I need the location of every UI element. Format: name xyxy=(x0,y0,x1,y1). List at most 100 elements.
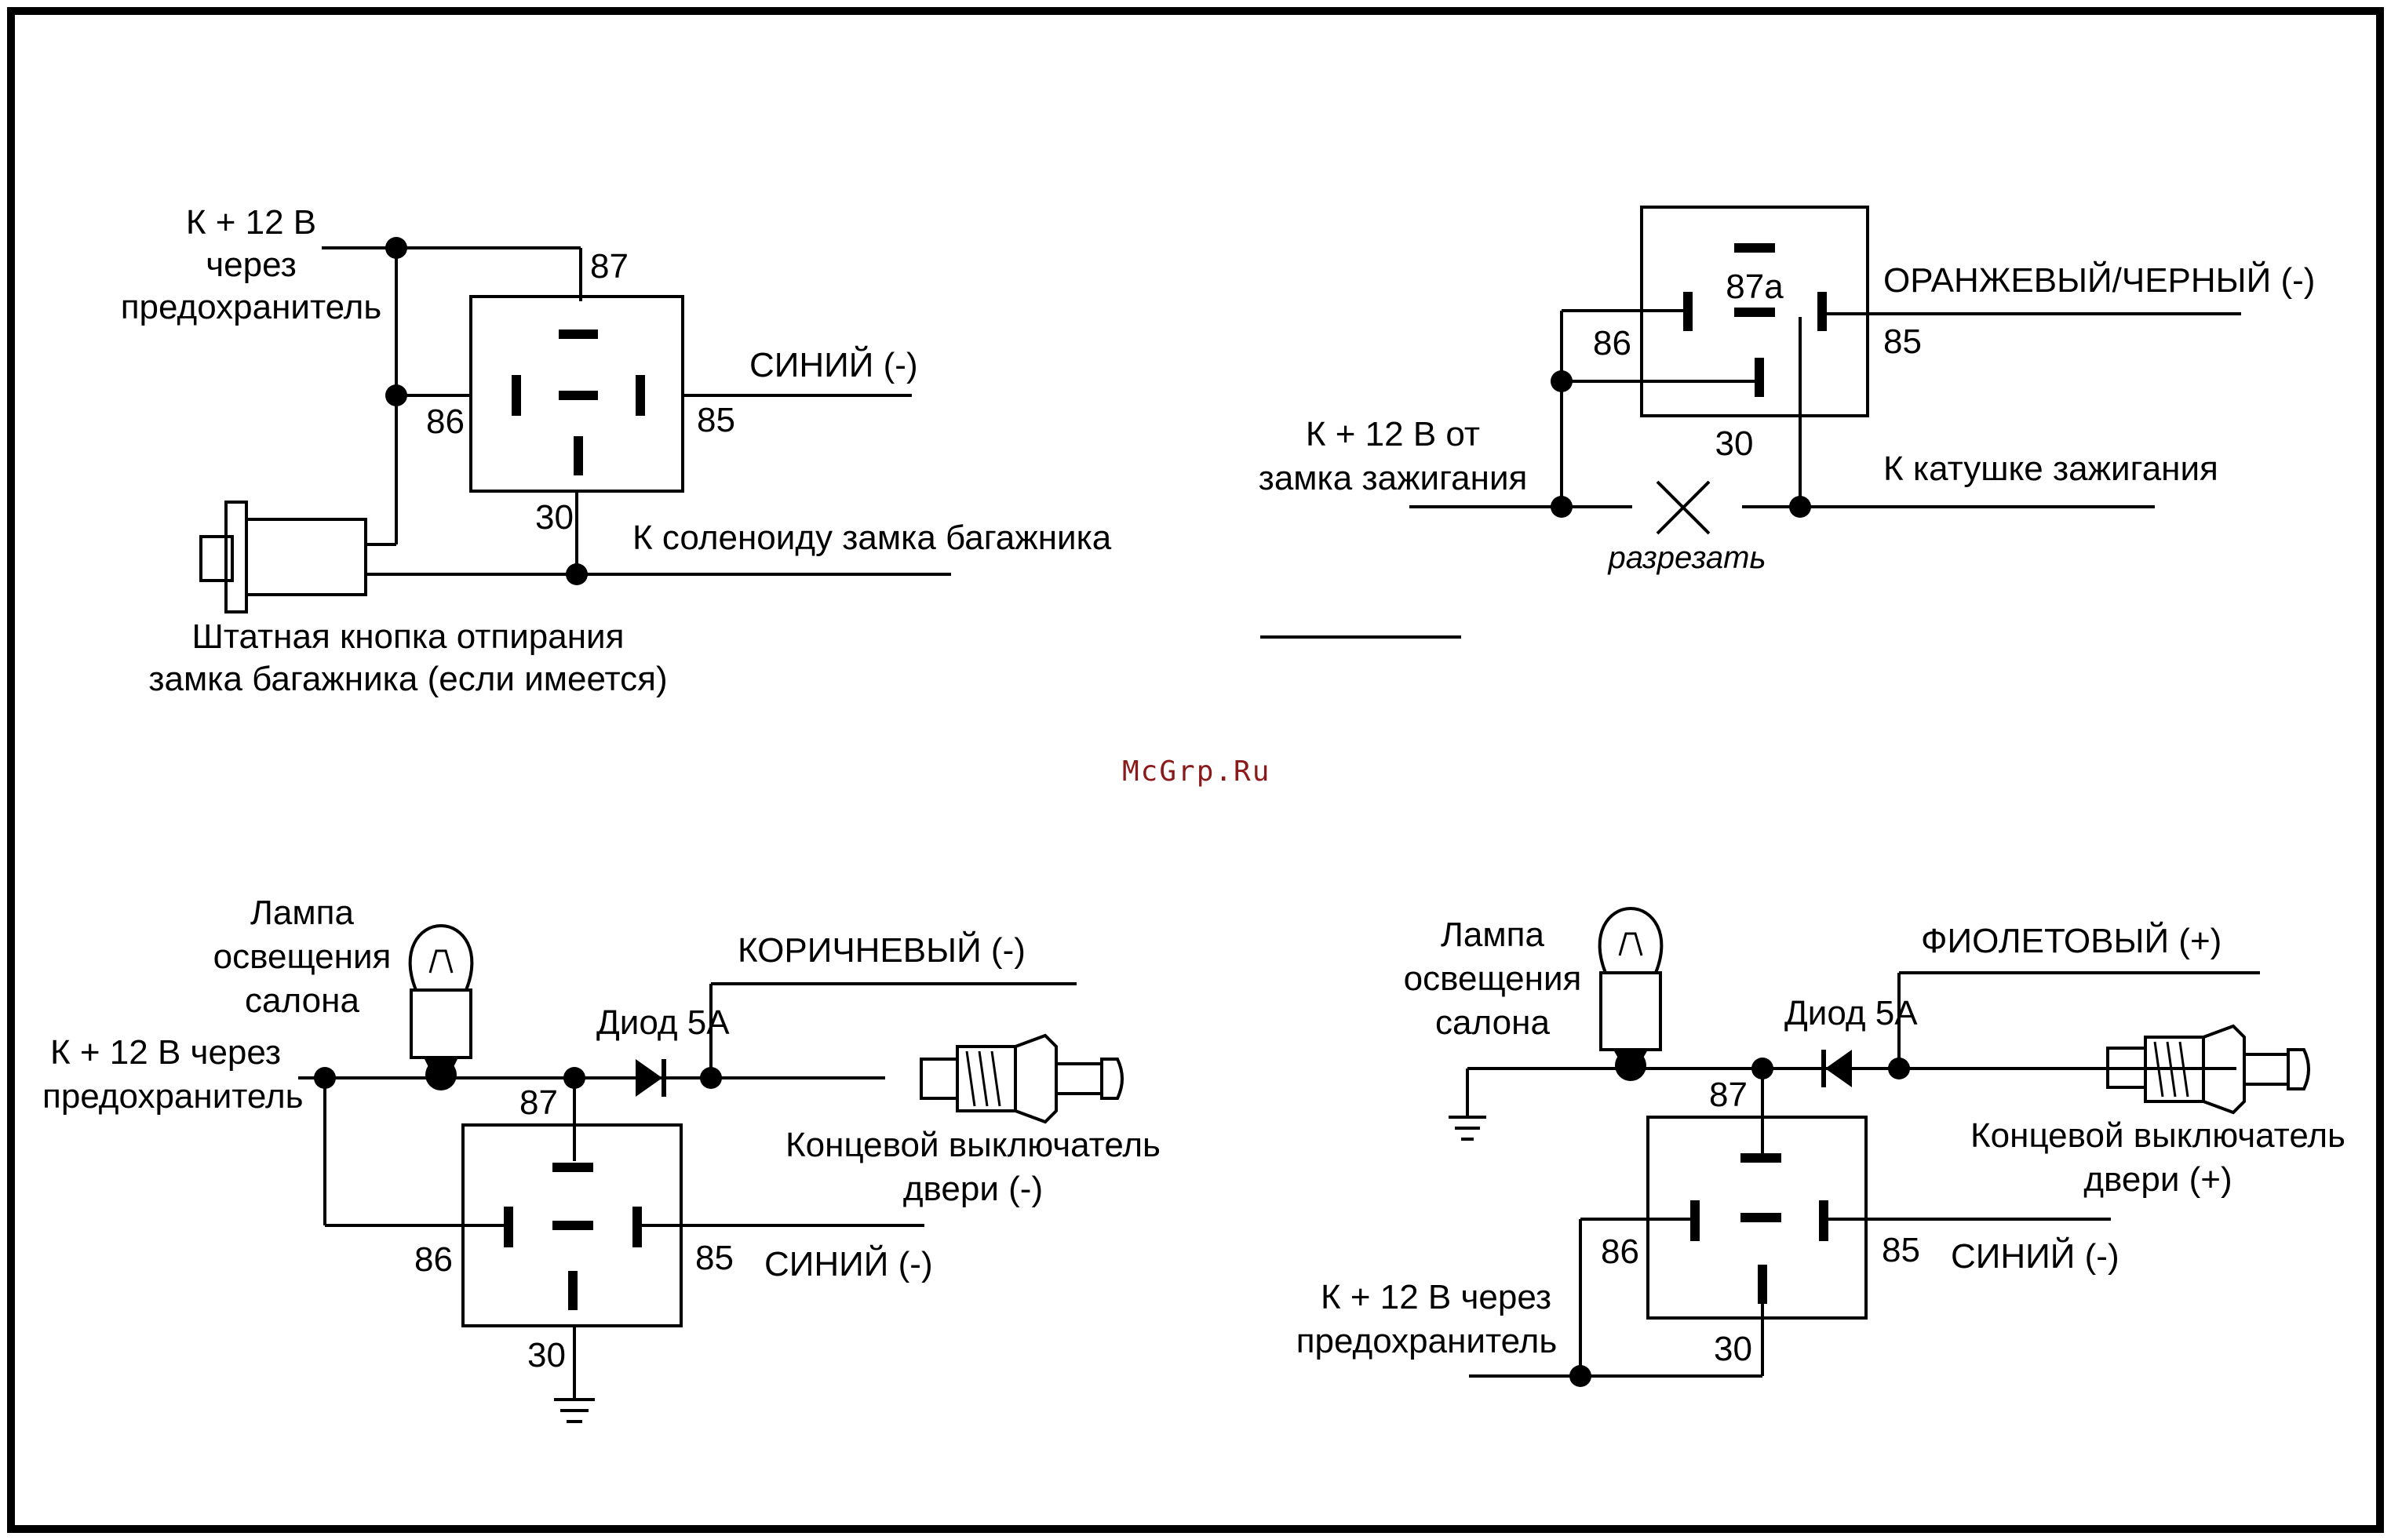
watermark: McGrp.Ru xyxy=(1122,755,1270,788)
wire-label-85: ОРАНЖЕВЫЙ/ЧЕРНЫЙ (-) xyxy=(1883,260,2315,300)
door-switch-icon xyxy=(2106,1024,2310,1115)
junction-dot xyxy=(385,384,407,406)
door-switch-label: Концевой выключатель xyxy=(785,1126,1161,1164)
lamp-label: освещения xyxy=(1404,959,1582,998)
relay-box xyxy=(461,1123,683,1327)
supply-label: К + 12 В через xyxy=(1321,1278,1551,1316)
cut-label: разрезать xyxy=(1608,541,1766,575)
cut-mark xyxy=(1656,480,1711,535)
diagram-interior-lamp-negative: Лампа освещения салона К + 12 В через пр… xyxy=(42,894,1161,1423)
door-switch-label: двери (+) xyxy=(2083,1160,2232,1199)
junction-dot xyxy=(1789,496,1811,518)
relay-contact xyxy=(559,391,598,400)
button-flange xyxy=(224,501,248,613)
diagram-ignition-block: 87a 86 85 30 ОРАНЖЕВЫЙ/ЧЕРНЫЙ (-) К + 12… xyxy=(1259,206,2315,639)
relay-box xyxy=(1646,1116,1868,1320)
pin-label-87: 87 xyxy=(519,1083,558,1122)
lamp-icon xyxy=(1598,906,1664,1061)
ignition-coil-label: К катушке зажигания xyxy=(1883,450,2218,488)
relay-pin-86 xyxy=(1690,1200,1700,1241)
supply-label: предохранитель xyxy=(1296,1322,1558,1360)
ground-icon xyxy=(554,1398,595,1423)
relay-pin-85 xyxy=(1817,292,1827,331)
button-label: Штатная кнопка отпирания xyxy=(192,617,625,656)
relay-pin-86 xyxy=(1683,292,1693,331)
lamp-label: салона xyxy=(1435,1003,1550,1042)
diode-icon xyxy=(636,1059,666,1097)
relay-pin-87 xyxy=(1740,1153,1781,1163)
junction-dot xyxy=(1551,370,1573,392)
relay-pin-85 xyxy=(632,1207,642,1247)
diode-label: Диод 5А xyxy=(596,1003,730,1042)
junction-dot xyxy=(1569,1365,1591,1387)
pin-label-86: 86 xyxy=(1601,1232,1639,1271)
supply-label: через xyxy=(206,246,297,284)
lamp-label: салона xyxy=(245,981,359,1020)
relay-pin-87 xyxy=(552,1163,593,1172)
relay-contact xyxy=(1734,243,1775,253)
relay-contact xyxy=(1740,1213,1781,1222)
wire-top-label: КОРИЧНЕВЫЙ (-) xyxy=(738,930,1026,970)
pin-label-30: 30 xyxy=(1715,424,1754,463)
pin-label-86: 86 xyxy=(1593,324,1631,362)
pin-label-30: 30 xyxy=(535,498,574,537)
relay-pin-30 xyxy=(1755,358,1764,397)
pin-label-87: 87 xyxy=(1709,1076,1748,1114)
diode-icon xyxy=(1821,1050,1852,1087)
relay-contact xyxy=(552,1221,593,1230)
relay-pin-86 xyxy=(512,375,521,416)
pin-label-85: 85 xyxy=(697,401,735,439)
lamp-terminal xyxy=(425,1059,457,1090)
supply-label: предохранитель xyxy=(42,1077,304,1116)
pin-label-30: 30 xyxy=(1714,1330,1752,1368)
wire-label-85: СИНИЙ (-) xyxy=(764,1243,933,1283)
wire-label-85: СИНИЙ (-) xyxy=(1951,1236,2119,1276)
pin-label-85: 85 xyxy=(1882,1231,1920,1269)
lamp-label: освещения xyxy=(213,937,392,976)
source-label: замка зажигания xyxy=(1259,459,1528,497)
pin-label-85: 85 xyxy=(1883,322,1922,361)
relay-pin-30 xyxy=(574,436,583,475)
relay-pin-87 xyxy=(559,329,598,339)
pin-label-86: 86 xyxy=(414,1240,453,1279)
page-frame xyxy=(7,7,2384,1533)
pin-label-87a: 87a xyxy=(1726,268,1784,306)
junction-dot xyxy=(385,237,407,259)
door-switch-label: Концевой выключатель xyxy=(1970,1116,2345,1155)
supply-label: К + 12 В xyxy=(186,203,316,242)
ground-icon xyxy=(1449,1116,1486,1141)
relay-pin-85 xyxy=(636,375,645,416)
supply-label: предохранитель xyxy=(121,288,382,326)
button-body xyxy=(245,518,367,596)
supply-label: К + 12 В через xyxy=(50,1033,281,1072)
junction-dot xyxy=(566,563,588,585)
pin-label-30: 30 xyxy=(527,1336,566,1374)
door-switch-icon xyxy=(920,1033,1124,1124)
relay-box xyxy=(469,295,684,493)
lamp-label: Лампа xyxy=(1441,916,1544,954)
source-label: К + 12 В от xyxy=(1306,415,1480,453)
door-switch-label: двери (-) xyxy=(903,1170,1043,1208)
relay-pin-30 xyxy=(1758,1265,1767,1304)
relay-pin-85 xyxy=(1819,1200,1828,1241)
relay-pin-86 xyxy=(504,1207,513,1247)
wire-top-label: ФИОЛЕТОВЫЙ (+) xyxy=(1921,920,2222,960)
wire-label-85: СИНИЙ (-) xyxy=(749,344,918,384)
relay-pin-87a xyxy=(1734,308,1775,317)
button-plunger xyxy=(199,535,234,582)
diode-label: Диод 5А xyxy=(1784,994,1918,1032)
diagram-trunk-release: К + 12 В через предохранитель 87 86 85 3… xyxy=(121,203,1112,698)
output-label: К соленоиду замка багажника xyxy=(632,519,1112,557)
button-label: замка багажника (если имеется) xyxy=(148,660,667,698)
junction-dot xyxy=(1551,496,1573,518)
pin-label-85: 85 xyxy=(695,1239,734,1277)
lamp-icon xyxy=(408,923,474,1070)
lamp-terminal xyxy=(1615,1050,1646,1081)
pin-label-86: 86 xyxy=(426,402,465,441)
pin-label-87: 87 xyxy=(590,247,629,286)
lamp-label: Лампа xyxy=(250,894,354,932)
diagram-interior-lamp-positive: Лампа освещения салона Диод 5А ФИОЛЕТОВЫ… xyxy=(1296,906,2345,1387)
relay-pin-30 xyxy=(568,1271,578,1310)
